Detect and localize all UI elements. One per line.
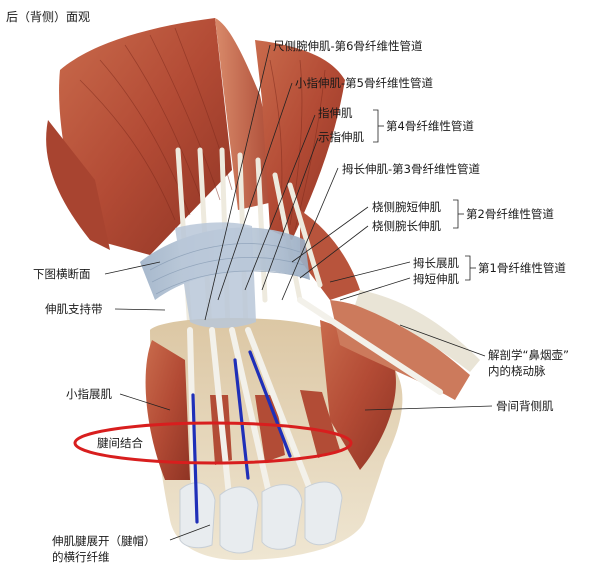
label-dorsal-interossei: 骨间背侧肌 — [496, 399, 554, 413]
label-extensor-hood-line2: 的横行纤维 — [52, 550, 110, 564]
label-tunnel-4: 第4骨纤维性管道 — [386, 119, 474, 133]
label-extensor-hood-line1: 伸肌腱展开（腱帽） — [52, 534, 156, 548]
tendon-marker-lines — [191, 350, 292, 524]
label-juncturae: 腱间结合 — [97, 436, 143, 450]
label-ecrl: 桡侧腕长伸肌 — [372, 219, 441, 233]
label-snuffbox-line2: 内的桡动脉 — [488, 364, 546, 378]
label-apl: 拇长展肌 — [413, 256, 459, 270]
leader-lines — [104, 44, 493, 541]
label-ecu-tunnel: 尺侧腕伸肌-第6骨纤维性管道 — [273, 39, 423, 53]
label-ecrb: 桡侧腕短伸肌 — [372, 200, 441, 214]
label-ext-indicis: 示指伸肌 — [318, 130, 364, 144]
label-edm-tunnel: 小指伸肌-第5骨纤维性管道 — [295, 76, 433, 90]
label-cross-section: 下图横断面 — [33, 267, 91, 281]
label-abductor-digiti-minimi: 小指展肌 — [66, 387, 112, 401]
label-epl-tunnel: 拇长伸肌-第3骨纤维性管道 — [342, 162, 480, 176]
label-ext-digitorum: 指伸肌 — [318, 106, 353, 120]
juncturae-highlight-ring — [73, 421, 353, 465]
label-retinaculum: 伸肌支持带 — [45, 302, 103, 316]
extensor-hood — [179, 481, 343, 554]
view-title: 后（背侧）面观 — [6, 10, 91, 24]
label-epb: 拇短伸肌 — [413, 272, 459, 286]
label-tunnel-1: 第1骨纤维性管道 — [478, 261, 566, 275]
label-snuffbox-line1: 解剖学“鼻烟壶” — [488, 348, 569, 362]
label-tunnel-2: 第2骨纤维性管道 — [466, 207, 554, 221]
